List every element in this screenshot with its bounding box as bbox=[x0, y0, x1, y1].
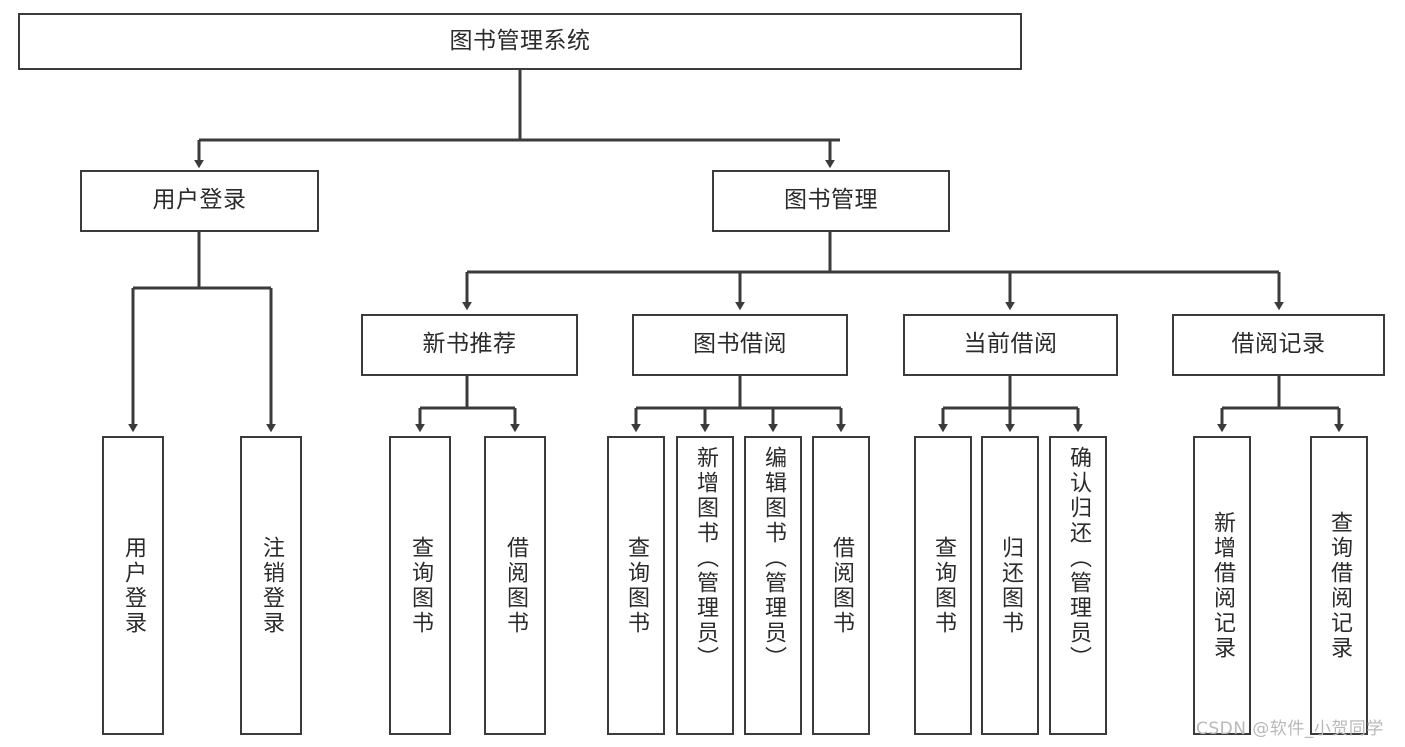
leaf-return-book[interactable]: 归还图书 bbox=[981, 436, 1039, 735]
leaf-add-book-admin-label: 新增图书（管理员） bbox=[693, 446, 718, 671]
leaf-logout-login-label: 注销登录 bbox=[259, 535, 284, 636]
node-user-login-label: 用户登录 bbox=[152, 187, 247, 214]
node-user-login[interactable]: 用户登录 bbox=[80, 170, 319, 232]
leaf-confirm-return-admin-label: 确认归还（管理员） bbox=[1066, 446, 1091, 671]
leaf-add-book-admin[interactable]: 新增图书（管理员） bbox=[676, 436, 734, 735]
leaf-user-login-label: 用户登录 bbox=[121, 535, 146, 636]
node-borrow-record-label: 借阅记录 bbox=[1231, 331, 1326, 358]
leaf-borrow-book-2-label: 借阅图书 bbox=[829, 535, 854, 636]
leaf-query-book-1-label: 查询图书 bbox=[408, 535, 433, 636]
node-root-system-label: 图书管理系统 bbox=[449, 27, 591, 54]
node-book-management-label: 图书管理 bbox=[784, 187, 878, 214]
leaf-query-book-3[interactable]: 查询图书 bbox=[914, 436, 972, 735]
leaf-query-book-2-label: 查询图书 bbox=[624, 535, 649, 636]
node-new-book-recommend[interactable]: 新书推荐 bbox=[361, 314, 578, 376]
node-current-borrow-label: 当前借阅 bbox=[963, 331, 1058, 358]
leaf-logout-login[interactable]: 注销登录 bbox=[240, 436, 302, 735]
leaf-query-book-2[interactable]: 查询图书 bbox=[607, 436, 665, 735]
leaf-add-borrow-record[interactable]: 新增借阅记录 bbox=[1193, 436, 1251, 735]
leaf-borrow-book-2[interactable]: 借阅图书 bbox=[812, 436, 870, 735]
node-root-system[interactable]: 图书管理系统 bbox=[18, 13, 1022, 70]
leaf-borrow-book-1-label: 借阅图书 bbox=[503, 535, 528, 636]
node-book-management[interactable]: 图书管理 bbox=[712, 170, 950, 232]
node-new-book-recommend-label: 新书推荐 bbox=[422, 331, 517, 358]
leaf-edit-book-admin[interactable]: 编辑图书（管理员） bbox=[744, 436, 802, 735]
leaf-user-login[interactable]: 用户登录 bbox=[102, 436, 164, 735]
leaf-query-book-1[interactable]: 查询图书 bbox=[389, 436, 451, 735]
leaf-confirm-return-admin[interactable]: 确认归还（管理员） bbox=[1049, 436, 1107, 735]
leaf-query-book-3-label: 查询图书 bbox=[931, 535, 956, 636]
leaf-query-borrow-record[interactable]: 查询借阅记录 bbox=[1310, 436, 1368, 735]
node-book-borrow[interactable]: 图书借阅 bbox=[632, 314, 848, 376]
node-borrow-record[interactable]: 借阅记录 bbox=[1172, 314, 1385, 376]
leaf-query-borrow-record-label: 查询借阅记录 bbox=[1327, 510, 1352, 661]
leaf-borrow-book-1[interactable]: 借阅图书 bbox=[484, 436, 546, 735]
node-book-borrow-label: 图书借阅 bbox=[693, 331, 787, 358]
leaf-return-book-label: 归还图书 bbox=[998, 535, 1023, 636]
leaf-edit-book-admin-label: 编辑图书（管理员） bbox=[761, 446, 786, 671]
leaf-add-borrow-record-label: 新增借阅记录 bbox=[1210, 510, 1235, 661]
node-current-borrow[interactable]: 当前借阅 bbox=[903, 314, 1118, 376]
